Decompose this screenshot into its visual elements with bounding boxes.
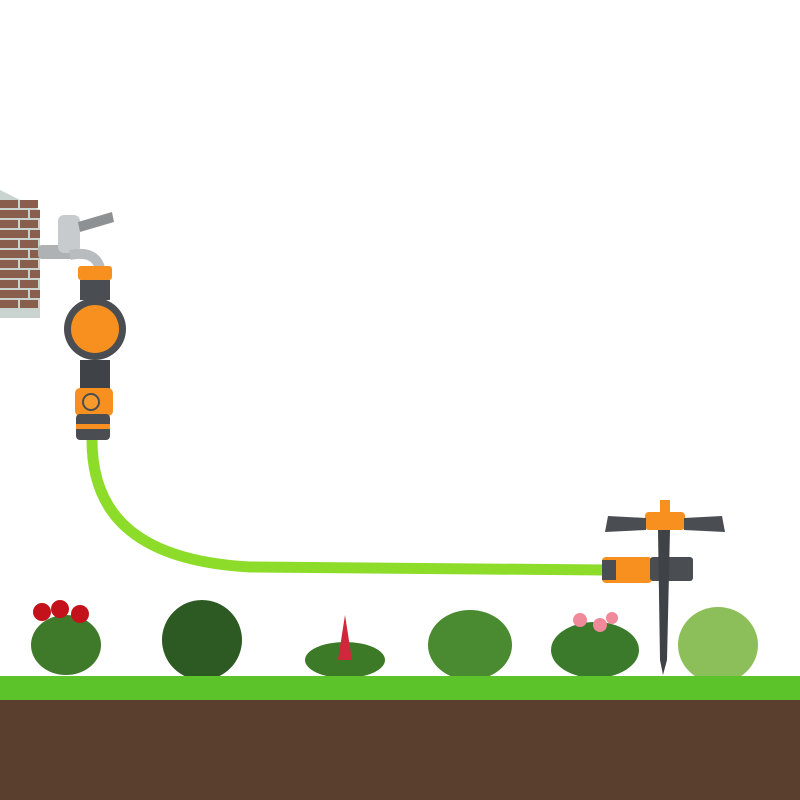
brick (0, 250, 18, 258)
brick (30, 230, 40, 238)
brick (0, 260, 18, 268)
soil (0, 700, 800, 800)
brick (20, 240, 38, 248)
brick (20, 300, 38, 308)
brick (10, 270, 28, 278)
brick (30, 270, 40, 278)
plants (31, 600, 758, 683)
flowering-plant (551, 612, 639, 678)
brick (10, 210, 28, 218)
grass (0, 676, 800, 702)
brick (20, 280, 38, 288)
brick (20, 200, 38, 208)
brick (30, 250, 40, 258)
rose-plant (31, 600, 101, 675)
brick (10, 290, 28, 298)
brick (0, 300, 18, 308)
brick (0, 230, 18, 238)
variegated-plant (428, 610, 512, 680)
brick (0, 290, 18, 298)
brick (30, 290, 40, 298)
brick (0, 220, 18, 228)
brick (0, 210, 18, 218)
brick (0, 240, 18, 248)
brick (0, 280, 18, 288)
brick (20, 220, 38, 228)
garden-hose (86, 439, 606, 576)
water-timer (64, 266, 126, 440)
brick (0, 270, 18, 278)
brick (30, 210, 40, 218)
leafy-plant (162, 600, 242, 680)
bromeliad-plant (305, 615, 385, 678)
spider-plant (678, 607, 758, 683)
brick (10, 250, 28, 258)
garden-tap (38, 212, 114, 270)
brick (20, 260, 38, 268)
sprinkler (602, 500, 725, 675)
brick (0, 200, 18, 208)
brick (10, 230, 28, 238)
brick-wall (0, 190, 40, 318)
